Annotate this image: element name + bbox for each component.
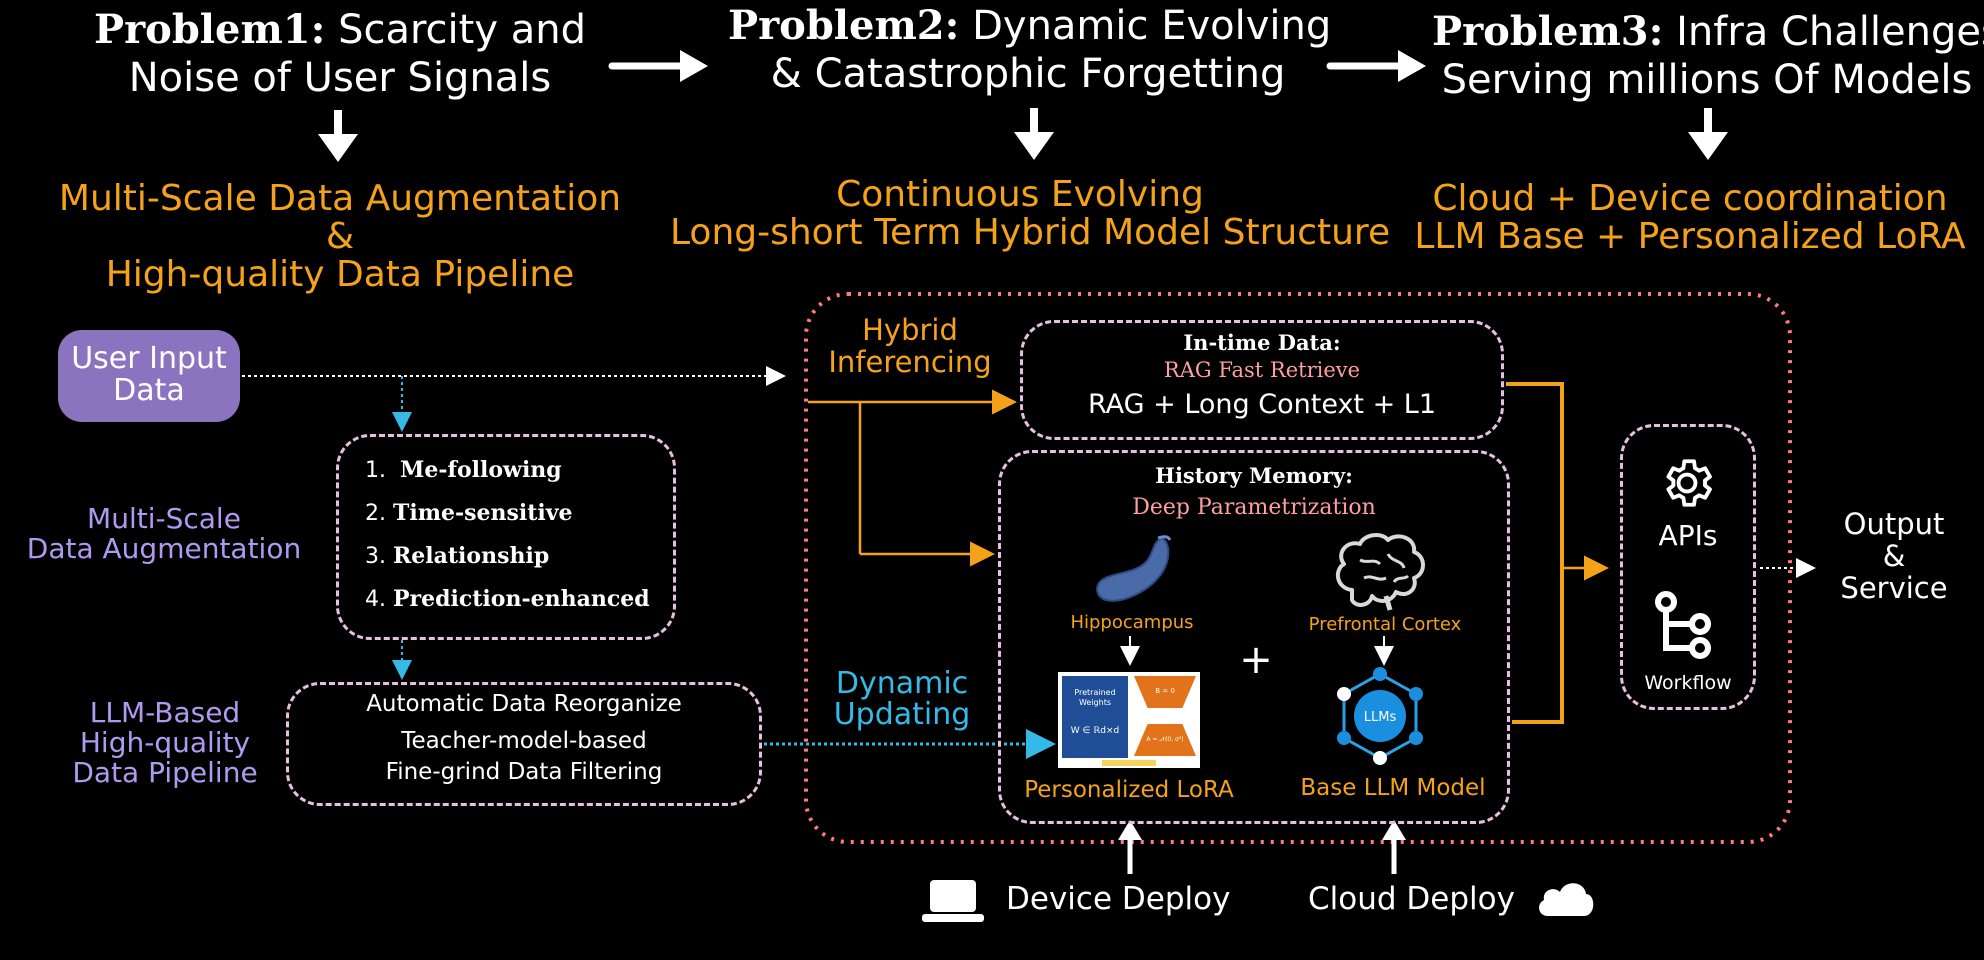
hybrid-system-container: [804, 292, 1792, 844]
solution-3-line2: LLM Base + Personalized LoRA: [1414, 216, 1966, 257]
hybrid-orange-lines: [808, 389, 1017, 567]
hybrid-line2: Inferencing: [828, 345, 992, 379]
hippocampus-icon: [1096, 535, 1172, 602]
lora-input-bar: [1102, 760, 1156, 766]
pipeline-label: LLM-Based High-quality Data Pipeline: [40, 698, 290, 788]
output-line1: Output: [1843, 507, 1945, 541]
problem-2-line1: Dynamic Evolving: [972, 3, 1332, 49]
output-service-label: Output & Service: [1822, 508, 1966, 604]
problem-arrow-1: [608, 50, 708, 82]
in-time-subtitle: RAG Fast Retrieve: [1163, 358, 1361, 382]
down-arrow-1: [318, 110, 358, 162]
solution-1-line3: High-quality Data Pipeline: [105, 254, 575, 295]
cloud-deploy-label: Cloud Deploy: [1308, 881, 1515, 917]
augmentation-label-line1: Multi-Scale: [87, 502, 241, 535]
output-line3: Service: [1840, 571, 1948, 605]
problem-3-label: Problem3:: [1432, 8, 1664, 55]
problem-3-line1: Infra Challenges: [1676, 9, 1984, 55]
history-title: History Memory:: [1155, 463, 1353, 488]
dynamic-updating-label: Dynamic Updating: [802, 668, 1002, 730]
output-line2: &: [1882, 539, 1906, 573]
in-time-data-box: In-time Data: RAG Fast Retrieve RAG + Lo…: [1020, 320, 1504, 440]
lora-diagram: Pretrained Weights W ∈ ℝd×d B = 0 A = 𝒩(…: [1058, 672, 1200, 768]
user-input-line1: User Input: [71, 341, 227, 376]
gear-icon: [1666, 459, 1712, 507]
in-time-body: RAG + Long Context + L1: [1087, 389, 1437, 420]
cloud-icon: [1539, 883, 1594, 916]
augmentation-box: 1. Me-following 2. Time-sensitive 3. Rel…: [336, 434, 676, 640]
solution-2-line2: Long-short Term Hybrid Model Structure: [670, 212, 1391, 253]
workflow-icon: [1655, 591, 1711, 659]
history-subtitle: Deep Parametrization: [1132, 495, 1376, 520]
pipeline-line2: Teacher-model-based: [401, 728, 647, 754]
problem-3-line2: Serving millions Of Models: [1441, 57, 1973, 103]
output-orange-bracket: [1506, 382, 1609, 724]
lora-label: Personalized LoRA: [1024, 777, 1234, 803]
laptop-icon: [922, 880, 984, 922]
solution-1: Multi-Scale Data Augmentation & High-qua…: [40, 180, 640, 294]
down-arrow-2: [1014, 108, 1054, 160]
in-time-title: In-time Data:: [1183, 330, 1341, 355]
augmentation-label: Multi-Scale Data Augmentation: [14, 504, 314, 564]
user-input-line2: Data: [113, 373, 185, 408]
problem-arrow-2: [1326, 50, 1426, 82]
list-item: 3. Relationship: [365, 543, 550, 569]
list-item: 1. Me-following: [365, 457, 562, 483]
llms-badge-text: LLMs: [1364, 710, 1397, 725]
solution-3-line1: Cloud + Device coordination: [1432, 178, 1948, 219]
plus-sign: +: [1239, 637, 1273, 683]
history-memory-box: [998, 450, 1510, 824]
dynamic-line1: Dynamic: [835, 666, 969, 701]
hybrid-line1: Hybrid: [862, 313, 958, 347]
prefrontal-label: Prefrontal Cortex: [1308, 614, 1462, 635]
apis-label: APIs: [1658, 519, 1718, 552]
pipeline-label-line2: High-quality: [79, 726, 251, 759]
problem-1-line2: Noise of User Signals: [128, 55, 552, 101]
device-deploy-label: Device Deploy: [1006, 881, 1231, 917]
llm-network-icon: LLMs: [1337, 667, 1423, 765]
pipeline-line3: Fine-grind Data Filtering: [385, 759, 663, 785]
solution-2-line1: Continuous Evolving: [836, 174, 1204, 215]
solution-1-line2: &: [325, 216, 355, 257]
problem-2-line2: & Catastrophic Forgetting: [770, 51, 1286, 97]
brain-icon: [1335, 533, 1425, 611]
problem-1-label: Problem1:: [94, 6, 326, 53]
list-item: 2. Time-sensitive: [365, 500, 573, 526]
pipeline-label-line1: LLM-Based: [89, 696, 241, 729]
pipeline-box: Automatic Data Reorganize Teacher-model-…: [286, 682, 762, 806]
workflow-label: Workflow: [1644, 672, 1732, 694]
solution-3: Cloud + Device coordination LLM Base + P…: [1410, 180, 1970, 256]
cloud-deploy-arrow: [1382, 820, 1406, 874]
augmentation-label-line2: Data Augmentation: [26, 532, 302, 565]
user-input-data-box: User Input Data: [58, 330, 240, 422]
services-box: [1620, 424, 1756, 710]
solution-2: Continuous Evolving Long-short Term Hybr…: [670, 174, 1391, 253]
pipeline-line1: Automatic Data Reorganize: [366, 691, 682, 717]
hybrid-inferencing-label: Hybrid Inferencing: [810, 314, 1010, 378]
lora-b-block: B = 0: [1134, 676, 1196, 708]
base-llm-label: Base LLM Model: [1300, 775, 1486, 801]
hippocampus-label: Hippocampus: [1070, 612, 1194, 633]
list-item: 4. Prediction-enhanced: [365, 586, 650, 612]
dynamic-line2: Updating: [833, 697, 971, 732]
augmentation-list: 1. Me-following 2. Time-sensitive 3. Rel…: [365, 449, 650, 621]
problem-1-line1: Scarcity and: [338, 7, 586, 53]
pipeline-label-line3: Data Pipeline: [72, 756, 258, 789]
pretrained-weights-block: Pretrained Weights W ∈ ℝd×d: [1062, 676, 1128, 758]
problem-2-label: Problem2:: [728, 2, 960, 49]
solution-1-line1: Multi-Scale Data Augmentation: [58, 178, 622, 219]
device-deploy-arrow: [1118, 820, 1142, 874]
lora-a-block: A = 𝒩(0, σ²): [1134, 724, 1196, 756]
down-arrow-3: [1688, 108, 1728, 160]
problem-3: Problem3: Infra Challenges Serving milli…: [1432, 8, 1984, 104]
problem-1: Problem1: Scarcity and Noise of User Sig…: [80, 6, 600, 102]
problem-2: Problem2: Dynamic Evolving & Catastrophi…: [728, 2, 1332, 98]
